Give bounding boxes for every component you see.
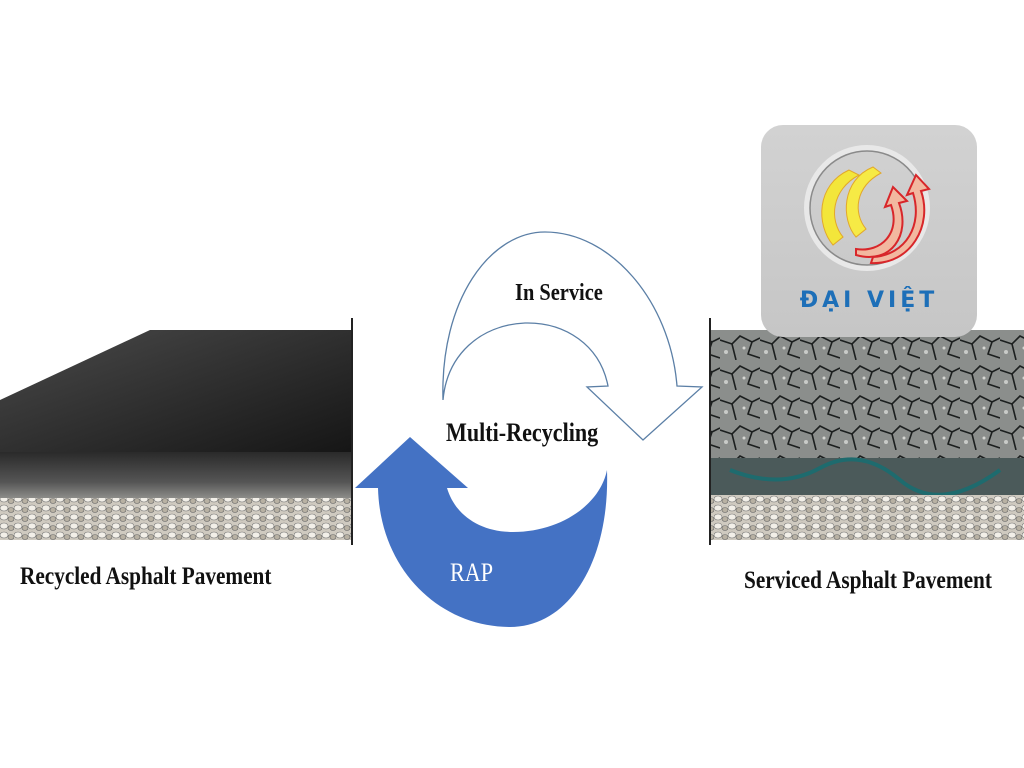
multi-recycling-label: Multi-Recycling (446, 418, 599, 447)
logo-text: ĐẠI VIỆT (799, 288, 939, 313)
recycled-pavement-image (0, 318, 353, 545)
rap-arrow (355, 437, 608, 627)
recycled-pavement-label: Recycled Asphalt Pavement (20, 563, 272, 590)
serviced-pavement-label: Serviced Asphalt Pavement (744, 567, 992, 594)
in-service-arrow (442, 231, 704, 441)
dai-viet-logo: ĐẠI VIỆT (761, 125, 977, 337)
rap-label: RAP (450, 558, 493, 587)
logo-emblem-icon (804, 145, 931, 271)
in-service-label: In Service (515, 280, 603, 306)
serviced-pavement-image (709, 318, 1024, 545)
